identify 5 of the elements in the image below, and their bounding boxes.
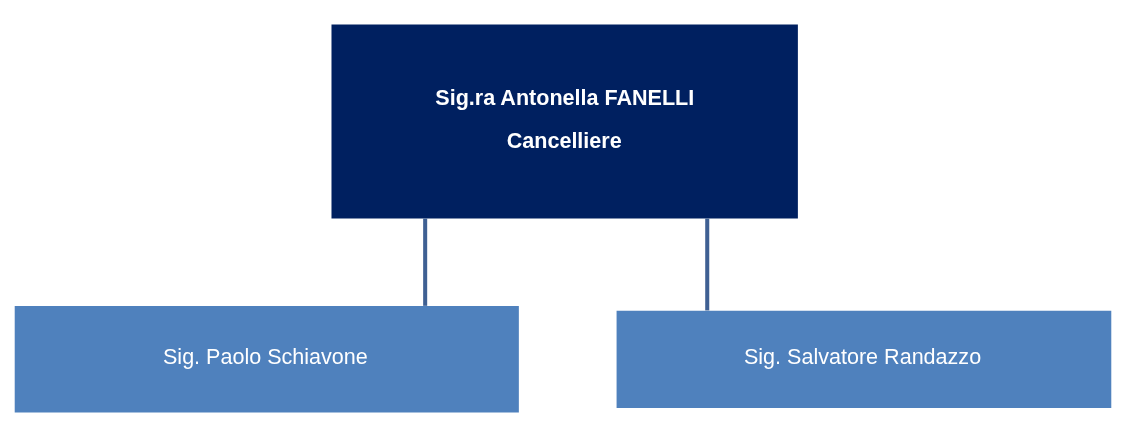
- node-box: Sig.ra Antonella FANELLI Cancelliere: [331, 24, 798, 219]
- node-box: Sig. Salvatore Randazzo: [616, 310, 1112, 408]
- node-box: Sig. Paolo Schiavone: [14, 306, 519, 413]
- connector: [423, 218, 428, 306]
- connector: [705, 218, 710, 311]
